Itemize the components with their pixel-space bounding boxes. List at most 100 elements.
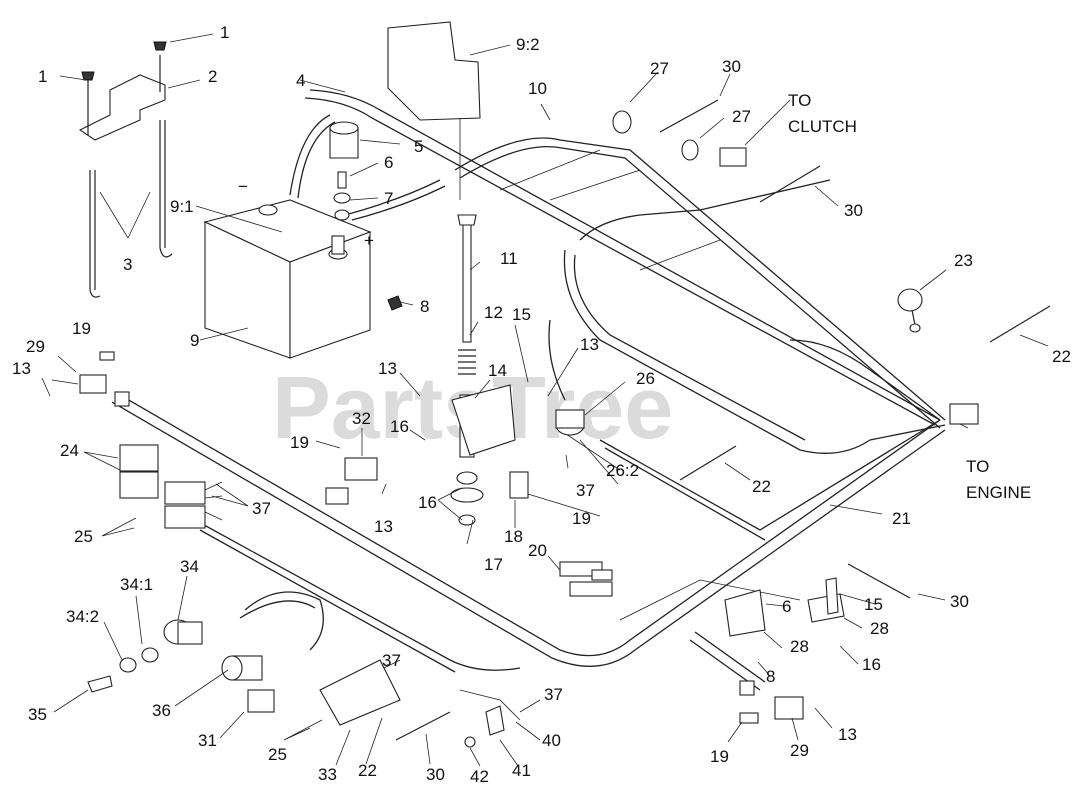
callout-40: 40: [542, 731, 561, 750]
callout-29a: 29: [26, 337, 45, 356]
engine-connector: [949, 403, 979, 425]
terminal-boot: [329, 121, 359, 159]
knob-23: [897, 288, 923, 333]
callout-9-2: 9:2: [516, 35, 540, 54]
panel-33: [319, 659, 401, 726]
to-engine-line2: ENGINE: [966, 483, 1031, 502]
switch-29-right: [739, 680, 804, 724]
callout-18: 18: [504, 527, 523, 546]
callout-1b: 1: [38, 67, 47, 86]
headlight-switch: [221, 655, 263, 681]
callout-26: 26: [636, 369, 655, 388]
callout-14: 14: [488, 361, 507, 380]
callout-5: 5: [414, 137, 423, 156]
relays-24: [119, 444, 159, 499]
callout-27b: 27: [732, 107, 751, 126]
hold-down-bracket: [78, 41, 173, 298]
callout-1a: 1: [220, 23, 229, 42]
callout-26-2: 26:2: [606, 461, 639, 480]
callout-37b: 37: [576, 481, 595, 500]
cover-plate-9-2: [387, 21, 481, 200]
callout-30d: 30: [426, 765, 445, 784]
main-harness: [111, 89, 946, 721]
clutch-connector: [719, 147, 747, 167]
callout-21: 21: [892, 509, 911, 528]
callout-13d: 13: [374, 517, 393, 536]
callout-12: 12: [484, 303, 503, 322]
callout-4: 4: [296, 71, 305, 90]
bolt-and-washer: [333, 171, 351, 221]
to-clutch-line1: TO: [788, 91, 811, 110]
bracket-41: [464, 705, 505, 748]
callout-32: 32: [352, 409, 371, 428]
callout-29b: 29: [790, 741, 809, 760]
callout-6a: 6: [384, 153, 393, 172]
callout-23: 23: [954, 251, 973, 270]
callout-41: 41: [512, 761, 531, 780]
callout-17: 17: [484, 555, 503, 574]
callout-25b: 25: [268, 745, 287, 764]
battery: [203, 199, 372, 359]
callout-7: 7: [384, 189, 393, 208]
bolt-15-right: [825, 577, 839, 615]
callout-36: 36: [152, 701, 171, 720]
relay-18: [509, 471, 529, 499]
callout-34-1: 34:1: [120, 575, 153, 594]
callout-6b: 6: [782, 597, 791, 616]
battery-negative-mark: −: [238, 177, 248, 196]
callout-15a: 15: [512, 305, 531, 324]
to-engine-label: TO ENGINE: [966, 457, 1031, 502]
callout-24: 24: [60, 441, 79, 460]
to-engine-line1: TO: [966, 457, 989, 476]
leader-lines: [41, 33, 1049, 767]
callout-3: 3: [123, 255, 132, 274]
to-clutch-label: TO CLUTCH: [788, 91, 857, 136]
callout-37c: 37: [382, 651, 401, 670]
fuse-block: [164, 481, 223, 529]
seat-switch: [555, 409, 585, 436]
switch-29-left: [79, 351, 130, 407]
callout-13a: 13: [12, 359, 31, 378]
callout-8b: 8: [766, 667, 775, 686]
callout-34: 34: [180, 557, 199, 576]
callout-30b: 30: [844, 201, 863, 220]
callout-9: 9: [190, 331, 199, 350]
callout-19d: 19: [710, 747, 729, 766]
tie-straps-22: [679, 305, 1051, 481]
callout-35: 35: [28, 705, 47, 724]
callout-11: 11: [500, 249, 518, 268]
callout-15b: 15: [864, 595, 883, 614]
callout-37d: 37: [544, 685, 563, 704]
switch-31: [247, 689, 275, 713]
ignition-switch: [119, 619, 203, 673]
callout-9-1: 9:1: [170, 197, 194, 216]
callout-16a: 16: [390, 417, 409, 436]
callout-19a: 19: [72, 319, 91, 338]
mount-bracket: [451, 384, 516, 456]
callout-25a: 25: [74, 527, 93, 546]
callout-13c: 13: [580, 335, 599, 354]
callout-37a: 37: [252, 499, 271, 518]
callout-13e: 13: [838, 725, 857, 744]
callout-31: 31: [198, 731, 217, 750]
callout-22c: 22: [358, 761, 377, 780]
callout-34-2: 34:2: [66, 607, 99, 626]
callout-27a: 27: [650, 59, 669, 78]
callout-28a: 28: [790, 637, 809, 656]
grommets-27: [612, 110, 699, 161]
callout-20: 20: [528, 541, 547, 560]
ignition-key: [87, 675, 113, 693]
callout-42: 42: [470, 767, 489, 786]
callouts: 1 1 2 3 4 5 6 7 8 9 9:1 9:2 10 11 12 13 …: [12, 23, 1071, 786]
callout-33: 33: [318, 765, 337, 784]
callout-13b: 13: [378, 359, 397, 378]
connectors-20: [559, 561, 613, 597]
callout-8a: 8: [420, 297, 429, 316]
callout-22b: 22: [752, 477, 771, 496]
callout-30c: 30: [950, 592, 969, 611]
callout-28b: 28: [870, 619, 889, 638]
cable-ties: [395, 99, 911, 741]
callout-16c: 16: [862, 655, 881, 674]
battery-positive-mark: +: [364, 231, 374, 250]
